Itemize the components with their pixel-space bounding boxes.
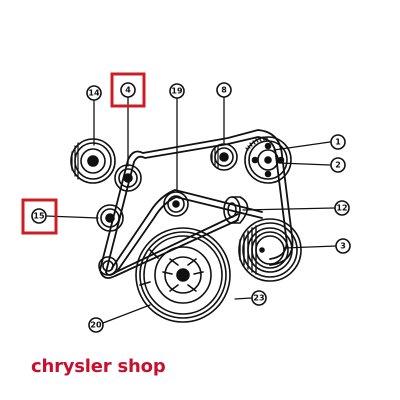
callout-14: 14 bbox=[86, 85, 102, 101]
lower-idler-pulley bbox=[98, 256, 118, 276]
highlight-box-15 bbox=[21, 198, 58, 235]
svg-text:15: 15 bbox=[33, 212, 45, 221]
idler-pulley-19 bbox=[163, 191, 189, 217]
svg-text:14: 14 bbox=[88, 89, 100, 98]
svg-text:4: 4 bbox=[125, 86, 131, 95]
highlight-box-4 bbox=[110, 72, 146, 108]
callout-3: 3 bbox=[335, 238, 351, 254]
callout-1: 1 bbox=[330, 134, 346, 150]
generator-pulley bbox=[70, 138, 116, 184]
callout-12: 12 bbox=[334, 200, 350, 216]
idler-pulley-4 bbox=[114, 164, 142, 192]
svg-text:12: 12 bbox=[336, 204, 347, 213]
callout-15: 15 bbox=[31, 208, 47, 224]
ac-compressor-pulley bbox=[238, 218, 302, 282]
highlight-boxes bbox=[21, 72, 146, 235]
callout-4: 4 bbox=[120, 82, 136, 98]
svg-text:8: 8 bbox=[221, 86, 227, 95]
svg-text:19: 19 bbox=[171, 87, 183, 96]
idler-pulley-12 bbox=[223, 196, 249, 224]
svg-text:1: 1 bbox=[335, 138, 341, 147]
callout-23: 23 bbox=[251, 290, 267, 306]
callout-2: 2 bbox=[330, 157, 346, 173]
brand-watermark: chrysler shop bbox=[31, 356, 166, 377]
leader-lines bbox=[45, 96, 337, 324]
callout-8: 8 bbox=[216, 82, 232, 98]
callouts: 14 4 19 8 1 2 bbox=[31, 82, 351, 333]
power-steering-pulley bbox=[244, 136, 292, 184]
idler-pulley-15 bbox=[96, 204, 124, 232]
svg-text:23: 23 bbox=[253, 294, 264, 303]
idler-pulley-8 bbox=[210, 143, 238, 171]
callout-19: 19 bbox=[169, 83, 185, 99]
serpentine-belt bbox=[99, 129, 294, 279]
svg-text:20: 20 bbox=[90, 321, 102, 330]
callout-20: 20 bbox=[88, 317, 104, 333]
crankshaft-pulley bbox=[135, 227, 231, 323]
svg-text:2: 2 bbox=[335, 161, 341, 170]
svg-text:3: 3 bbox=[340, 242, 346, 251]
